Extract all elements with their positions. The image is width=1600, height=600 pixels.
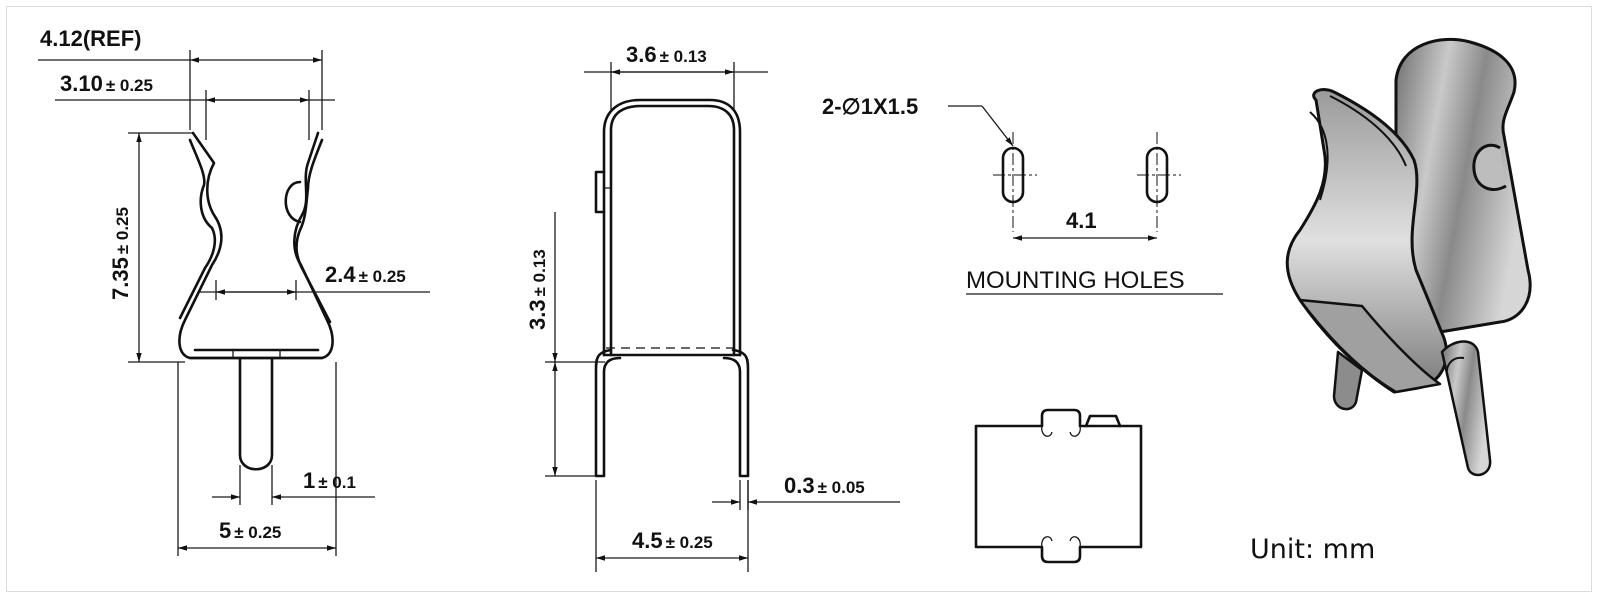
render-pin-right xyxy=(1440,340,1492,477)
render-base xyxy=(1298,298,1442,394)
mounting-holes-title: MOUNTING HOLES xyxy=(966,267,1185,294)
front-pin xyxy=(238,356,274,471)
front-view: 4.12(REF) 3.10± 0.25 7.35± 0.25 2.4± 0.2… xyxy=(38,26,430,556)
mounting-holes: 4.1 2-∅1X1.5 MOUNTING HOLES xyxy=(822,94,1223,295)
side-clip-outline xyxy=(609,104,736,357)
side-tab xyxy=(594,170,606,214)
unit-label: Unit: mm xyxy=(1250,534,1375,565)
drawing-frame xyxy=(6,6,1592,592)
front-clip-inner-right xyxy=(295,138,332,324)
hole-spec-label: 2-∅1X1.5 xyxy=(822,94,918,119)
side-height-label: 3.3± 0.13 xyxy=(525,249,550,330)
side-leg-left xyxy=(594,348,622,478)
front-clip-inner xyxy=(178,138,217,320)
render-back-plate xyxy=(1394,37,1532,334)
front-top-width-label: 3.10± 0.25 xyxy=(60,71,153,96)
front-dimple xyxy=(284,180,302,224)
side-thickness-label: 0.3± 0.05 xyxy=(784,473,865,498)
front-height-label: 7.35± 0.25 xyxy=(108,207,133,300)
side-view: 3.6± 0.13 3.3± 0.13 0.3± 0.05 4.5± 0.25 xyxy=(525,42,900,572)
front-inner-width-label: 2.4± 0.25 xyxy=(325,262,406,287)
clip-3d-render xyxy=(1285,37,1532,477)
ref-width-label: 4.12(REF) xyxy=(40,26,141,51)
render-pin-left xyxy=(1332,350,1364,411)
front-base-width-label: 5± 0.25 xyxy=(219,518,281,543)
bottom-profile-view xyxy=(974,408,1143,564)
hole-spacing-label: 4.1 xyxy=(1066,208,1097,233)
side-top-width-label: 3.6± 0.13 xyxy=(626,42,707,67)
front-pin-width-label: 1± 0.1 xyxy=(303,468,356,493)
bottom-profile-outline xyxy=(974,408,1143,564)
front-clip-outline xyxy=(178,131,334,360)
render-dimple xyxy=(1472,143,1507,191)
side-base-width-label: 4.5± 0.25 xyxy=(632,528,713,553)
side-leg-right xyxy=(722,348,750,478)
